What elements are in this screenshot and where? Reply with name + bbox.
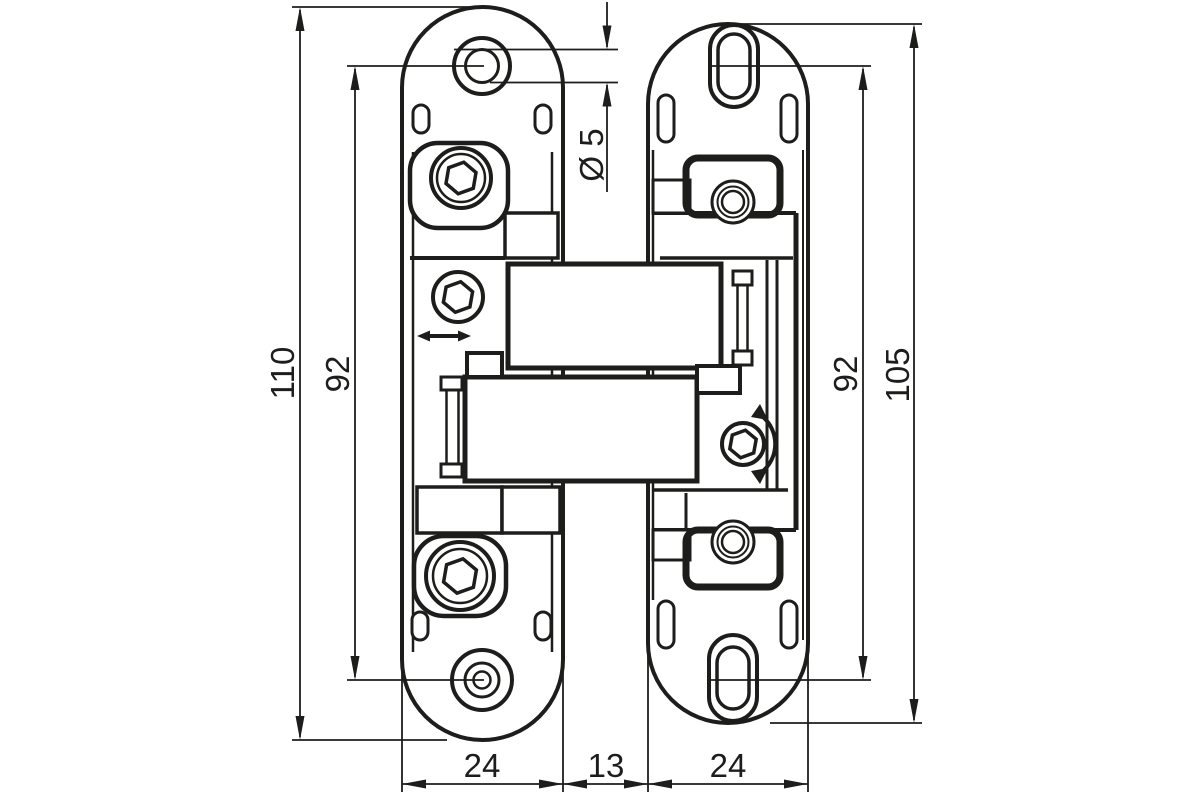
right-bottom-washer — [682, 519, 784, 591]
dim-label-92-left: 92 — [319, 356, 356, 393]
left-slot-bottom-left — [410, 610, 430, 642]
hinge-linkage — [462, 261, 754, 484]
left-middle-hex-screw-icon — [431, 270, 485, 324]
dim-right-total — [730, 23, 922, 724]
dim-label-13: 13 — [588, 747, 625, 784]
dim-bottom-widths — [401, 646, 809, 792]
arm-step-right — [695, 364, 742, 395]
dim-label-24-right: 24 — [710, 747, 747, 784]
left-slide-rail — [439, 375, 464, 479]
right-slide-rail — [731, 269, 754, 367]
dim-label-92-right: 92 — [827, 356, 864, 393]
left-slot-bottom-right — [533, 610, 553, 642]
dim-label-24-left: 24 — [464, 747, 501, 784]
right-slot-bottom-right — [779, 599, 799, 650]
dim-label-dia5: Ø 5 — [573, 128, 610, 181]
right-slot-bottom-left — [656, 599, 676, 650]
hinge-arm-upper — [505, 261, 724, 371]
arm-step-left — [465, 351, 504, 379]
hinge-arm-lower — [462, 374, 700, 484]
left-top-hex-screw-icon — [407, 140, 511, 231]
dimension-annotations — [292, 2, 922, 792]
right-slot-top-right — [779, 93, 799, 144]
dim-label-110: 110 — [264, 347, 301, 400]
right-top-washer — [682, 154, 784, 225]
rotation-adjustment-arrow-icon — [751, 404, 778, 484]
dim-left-holes — [347, 65, 484, 681]
dim-label-105: 105 — [879, 347, 916, 402]
dim-right-holes — [711, 65, 871, 681]
left-bottom-hex-screw-icon — [411, 533, 509, 619]
dim-hole-diameter — [454, 2, 618, 192]
left-slot-top-right — [533, 103, 553, 135]
left-slot-top-left — [411, 103, 431, 135]
right-slot-top-left — [656, 93, 676, 144]
right-bottom-oval-slot — [707, 633, 759, 723]
lateral-adjustment-arrow-icon — [417, 330, 471, 342]
right-middle-hex-screw-icon — [720, 421, 766, 467]
dim-left-total — [292, 6, 482, 741]
